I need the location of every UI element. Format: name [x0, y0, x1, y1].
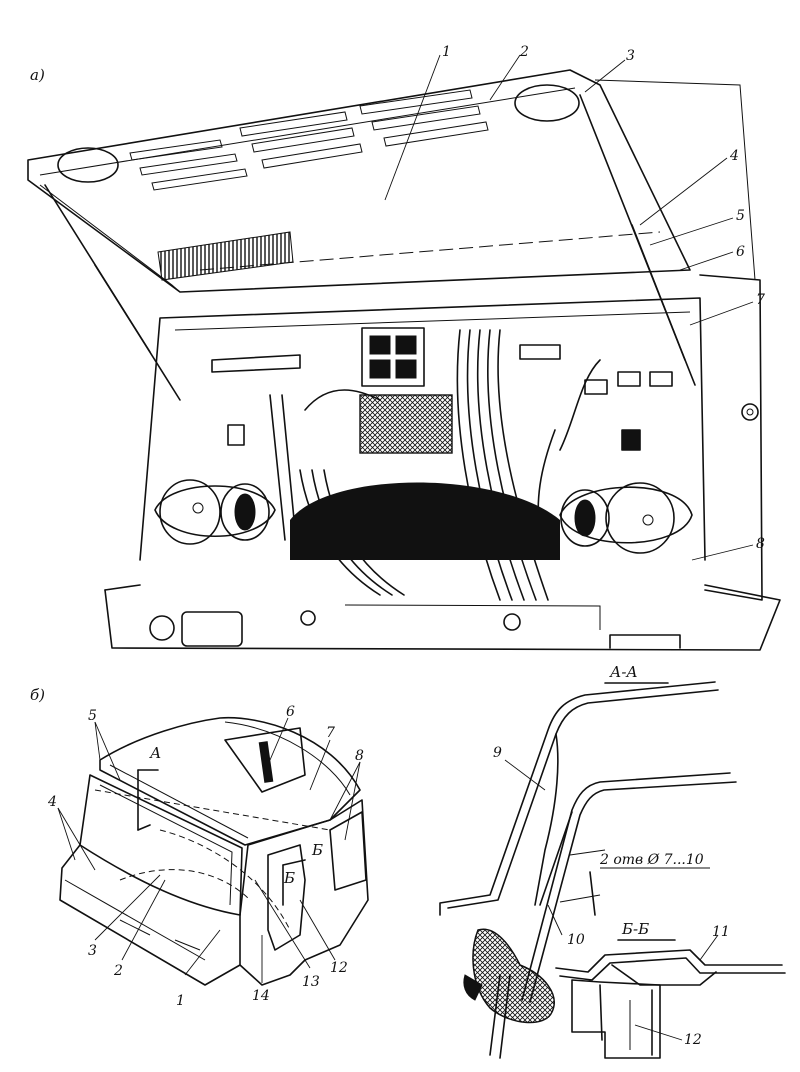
view-a-callout-6: 6 [736, 244, 745, 260]
section-bb-title: Б-Б [621, 920, 649, 938]
view-b-callout-8: 8 [355, 748, 364, 764]
view-b-callout-13: 13 [302, 974, 320, 990]
headlamp-right [559, 482, 693, 554]
view-b-illustration: б) [30, 686, 369, 986]
view-b-callout-7: 7 [326, 725, 335, 741]
cab-windshield [79, 774, 243, 916]
section-aa-hole-note: 2 отв Ø 7...10 [599, 852, 704, 868]
view-a-illustration: а) [27, 66, 781, 651]
view-b-section-mark-b-lower: Б [283, 869, 295, 887]
section-bb-callout-12: 12 [684, 1032, 702, 1048]
view-b-callout-12: 12 [330, 960, 348, 976]
view-b-section-mark-a: А [149, 744, 161, 762]
hood-louvers [129, 89, 489, 191]
cab-opening-frame [139, 297, 706, 561]
cab-roof [99, 716, 361, 846]
section-aa-leaders [504, 759, 563, 936]
cab-front-face [59, 844, 241, 986]
section-bb-pillar [571, 979, 661, 1059]
view-b-callout-14: 14 [252, 988, 270, 1004]
heater-grille [359, 394, 453, 454]
cab-side-wall [239, 799, 369, 986]
view-a-callouts: 1 2 3 4 5 6 7 8 [442, 44, 765, 552]
view-b-callout-6: 6 [286, 704, 295, 720]
view-b-callout-5: 5 [88, 708, 97, 724]
section-aa-labels: 9 10 2 отв Ø 7...10 [493, 745, 704, 948]
section-aa-seal [472, 928, 555, 1024]
hood-panel [27, 69, 691, 293]
door-pillar [699, 274, 763, 601]
section-bb-leaders [634, 934, 719, 1041]
view-a-callout-4: 4 [729, 148, 739, 164]
headlamp-left [154, 479, 276, 545]
view-a-callout-1: 1 [442, 44, 451, 60]
view-a-callout-3: 3 [626, 48, 635, 64]
section-bb-labels: 11 12 [684, 924, 730, 1048]
hose-bundle [269, 329, 601, 601]
section-aa-callout-10: 10 [567, 932, 585, 948]
view-b-callouts: 5 6 7 8 4 3 2 1 14 13 12 А Б Б [47, 704, 364, 1009]
view-a-tag: а) [30, 66, 45, 84]
section-aa-outer-panel [439, 681, 716, 916]
view-b-leaders [57, 717, 361, 983]
view-b-callout-2: 2 [113, 963, 123, 979]
section-bb: Б-Б [555, 920, 786, 1059]
view-b-section-mark-b-upper: Б [311, 841, 323, 859]
view-b-callout-4: 4 [47, 794, 57, 810]
relay-box [361, 327, 425, 387]
section-bb-roof-panel [555, 949, 783, 973]
engine-tunnel [290, 482, 560, 560]
hood-round-lamp-left [57, 147, 119, 183]
section-aa: А-А [439, 663, 737, 1059]
view-a-callout-2: 2 [519, 44, 529, 60]
section-bb-callout-11: 11 [712, 924, 730, 940]
view-a-callout-7: 7 [756, 292, 765, 308]
section-aa-callout-9: 9 [493, 745, 502, 761]
view-a-callout-5: 5 [736, 208, 745, 224]
view-a-callout-8: 8 [756, 536, 765, 552]
view-b-callout-3: 3 [88, 943, 97, 959]
front-bumper-panel [104, 584, 781, 651]
section-aa-title: А-А [609, 663, 638, 681]
connectors-right [227, 344, 673, 451]
section-aa-inner-panel [521, 772, 731, 1001]
view-b-tag: б) [30, 686, 45, 704]
view-b-callout-1: 1 [176, 993, 185, 1009]
view-a-leaders [384, 54, 754, 561]
hood-grille [157, 231, 294, 281]
hood-round-lamp-right [514, 84, 580, 122]
